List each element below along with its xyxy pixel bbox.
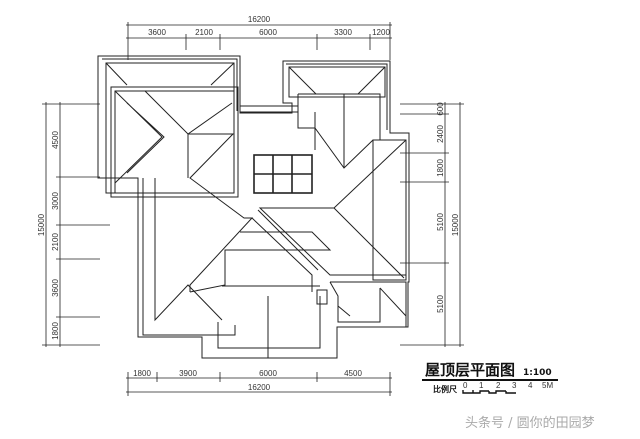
dim-left-4: 1800 [51,322,60,340]
scale-tick-3: 3 [512,381,517,390]
watermark: 头条号 / 圆你的田园梦 [465,415,595,431]
dim-left-0: 4500 [51,131,60,149]
dim-left-total: 15000 [37,213,46,236]
drawing-scale-ratio: 1:100 [523,368,552,378]
dim-top-0: 3600 [148,28,166,37]
scale-bar: 0 1 2 3 4 5M [462,381,553,394]
dim-bottom-total: 16200 [248,383,271,392]
dim-left-2: 2100 [51,233,60,251]
dim-top-4: 1200 [372,28,390,37]
dim-right-2: 1800 [436,159,445,177]
drawing-title: 屋顶层平面图 [425,361,515,379]
scale-tick-1: 1 [479,381,484,390]
dim-left-3: 3600 [51,279,60,297]
dim-top-1: 2100 [195,28,213,37]
dim-right-4: 5100 [436,295,445,313]
dim-top-2: 6000 [259,28,277,37]
dimension-labels: 16200 3600 2100 6000 3300 1200 1800 3900… [37,15,460,392]
dim-bottom-3: 4500 [344,369,362,378]
scale-tick-0: 0 [463,381,468,390]
dimension-lines [42,22,464,396]
dim-top-total: 16200 [248,15,271,24]
dim-bottom-1: 3900 [179,369,197,378]
scale-tick-2: 2 [496,381,501,390]
scale-tick-4: 4 [528,381,533,390]
dim-right-0: 600 [436,102,445,116]
dim-right-1: 2400 [436,125,445,143]
dim-right-total: 15000 [451,213,460,236]
dim-bottom-2: 6000 [259,369,277,378]
dim-top-3: 3300 [334,28,352,37]
dim-right-3: 5100 [436,213,445,231]
roof-outline [97,55,410,359]
dim-left-1: 3000 [51,192,60,210]
skylight [253,154,313,194]
scale-tick-5: 5M [542,381,553,390]
dim-bottom-0: 1800 [133,369,151,378]
scale-bar-label: 比例尺 [433,384,457,394]
